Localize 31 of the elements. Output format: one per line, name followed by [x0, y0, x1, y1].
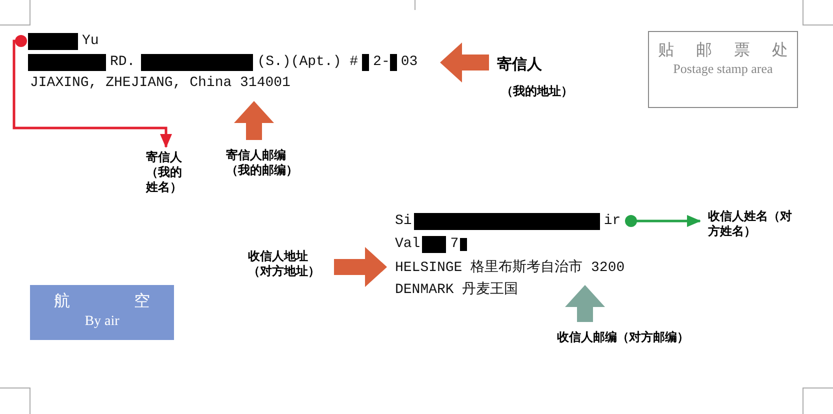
annotation-text: 寄信人（我的姓名） — [146, 150, 183, 195]
annotation-text: 收信人邮编（对方邮编） — [557, 330, 690, 345]
arrow — [625, 215, 701, 227]
block-arrow — [234, 101, 274, 140]
address-text: JIAXING, ZHEJIANG, China 314001 — [30, 75, 290, 91]
annotation-text: 收信人地址（对方地址） — [248, 249, 321, 279]
annotation-text: （我的地址） — [501, 84, 574, 99]
airmail-label — [30, 285, 174, 340]
address-text: RD. — [110, 54, 136, 70]
annotation-text: 寄信人 — [497, 57, 543, 72]
address-text: 2- — [373, 54, 390, 70]
address-text: HELSINGE 格里布斯考自治市 3200 — [395, 258, 625, 276]
address-text: 03 — [400, 54, 418, 70]
address-text: (S.)(Apt.) # — [257, 54, 358, 70]
airmail-text: 航 空 — [53, 292, 151, 312]
airmail-text: By air — [84, 314, 120, 330]
arrow — [12, 35, 172, 148]
stamp-label: Postage stamp area — [672, 61, 774, 77]
annotation-text: 收信人姓名（对方姓名） — [708, 209, 793, 239]
address-text: Si — [395, 213, 412, 229]
address-text: Val — [395, 236, 420, 252]
block-arrow — [334, 247, 387, 287]
block-arrow — [440, 42, 489, 82]
address-text: ir — [604, 213, 621, 229]
address-text: DENMARK 丹麦王国 — [395, 280, 518, 298]
stamp-label: 贴 邮 票 处 — [657, 40, 789, 61]
address-text: 7 — [450, 236, 459, 252]
annotation-text: 寄信人邮编（我的邮编） — [226, 148, 299, 178]
stamp-area-box — [648, 31, 798, 108]
block-arrow — [565, 285, 605, 322]
address-text: Yu — [82, 33, 99, 49]
